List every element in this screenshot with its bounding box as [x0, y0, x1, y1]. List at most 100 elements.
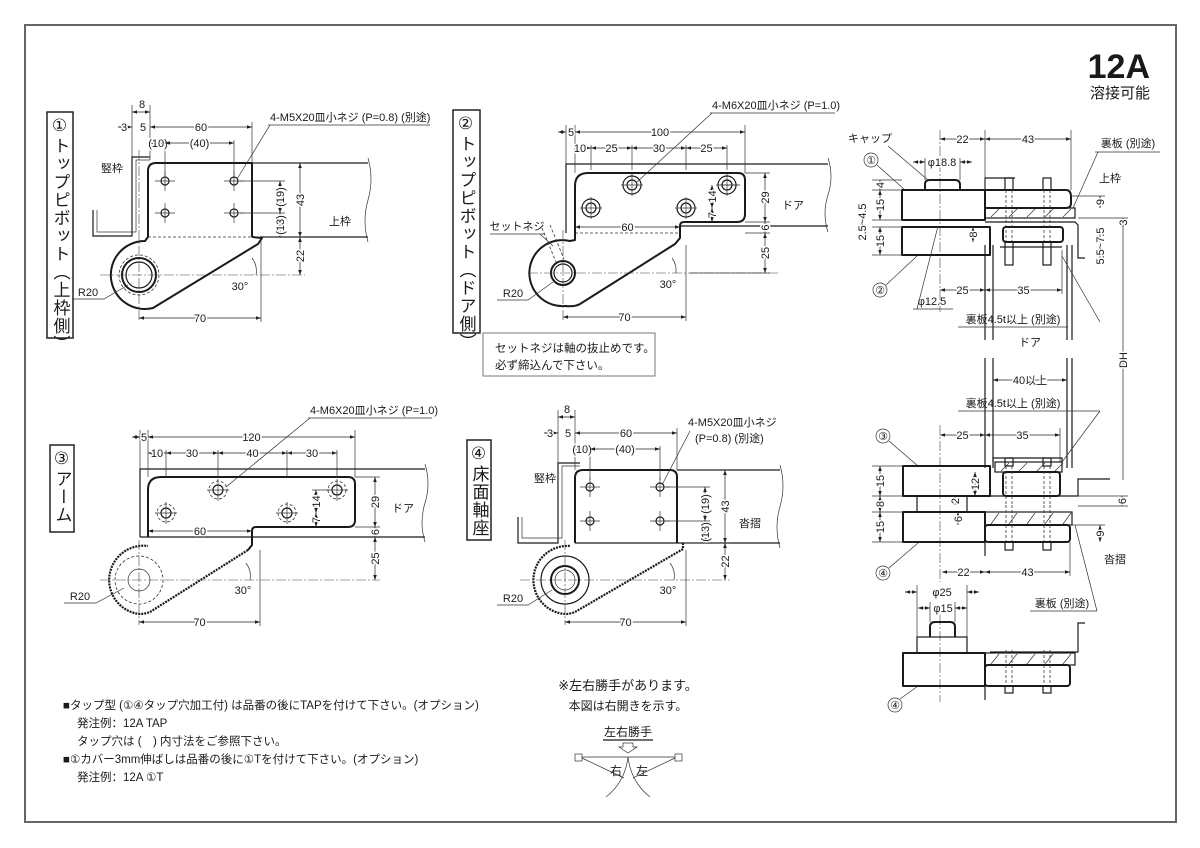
backplate-floor-hatch: [1026, 653, 1036, 665]
dim-29-arrow: [763, 217, 767, 222]
phi188-arrow: [913, 160, 918, 164]
screw-tail: [1042, 541, 1052, 551]
phi15-label: φ15: [933, 603, 952, 615]
dim-10-arrow: [161, 451, 166, 455]
floor-frame: [990, 622, 1085, 653]
dim-9-arrow: [1098, 196, 1102, 201]
screw-callout: 4-M5X20皿小ネジ: [688, 416, 777, 429]
dim-30-label: 30: [306, 448, 318, 460]
dim-6-label: 6: [953, 516, 965, 522]
dim-5.5-7.5-arrow: [1098, 227, 1102, 232]
radius-label: R20: [503, 288, 523, 300]
dim-2.5-4.5-arrow: [860, 222, 864, 227]
handing-title: 左右勝手: [604, 724, 652, 739]
vertical-frame: [92, 156, 150, 237]
dim-100-arrow: [575, 130, 580, 134]
callout-leader: [661, 430, 691, 486]
dim-15-label: 15: [875, 199, 887, 211]
callout-leader: [225, 417, 311, 488]
set-screw-line: [549, 224, 565, 260]
dim-9-arrow: [1098, 537, 1102, 542]
panel-1-label: ①トップピボット（上枠側）: [51, 116, 71, 353]
part-4-marker: ④: [878, 568, 888, 580]
backplate-label: 裏板 (別途): [1101, 136, 1155, 150]
dim-14-arrow: [710, 203, 714, 208]
cap-leader: [887, 145, 929, 181]
phi25-label: φ25: [932, 587, 951, 599]
phi25-arrow: [967, 590, 972, 594]
part-1-marker: ①: [866, 155, 876, 167]
dim-10-arrow: [585, 447, 590, 451]
handing-diagram: ※左右勝手があります。 本図は右開きを示す。 左右勝手 右 左: [558, 678, 698, 798]
phi125-leader: [916, 225, 939, 310]
dim-22-arrow: [942, 570, 947, 574]
dim-22-arrow: [980, 137, 985, 141]
dim-29-label: 29: [370, 496, 382, 508]
frame-plate: [985, 189, 1072, 209]
screw-tail: [1042, 685, 1052, 694]
dim-19-arrow: [703, 487, 707, 492]
backplate-door-hatch: [1036, 462, 1046, 472]
left-hand-label: 左: [636, 763, 648, 778]
cap-label: キャップ: [848, 132, 892, 145]
dim-6-arrow: [763, 228, 767, 233]
dim-3-arrow: [118, 125, 123, 129]
dim-25-label: 25: [700, 143, 712, 155]
dim-5-arrow: [135, 435, 140, 439]
note-line-2: 必ず締込んで下さい。: [495, 358, 609, 372]
dim-30-arrow: [213, 451, 218, 455]
dim-5-label: 5: [140, 122, 146, 134]
backplate-floor-hatch: [990, 653, 1000, 665]
top-frame-label: 上枠: [329, 214, 351, 228]
dim-60-arrow: [247, 529, 252, 533]
angle-label: 30°: [660, 279, 677, 291]
r20-leader: [72, 284, 129, 300]
dim-120-arrow: [350, 435, 355, 439]
backplate-door-hatch: [1018, 462, 1028, 472]
dim-7-label: 7: [311, 517, 323, 523]
panel-3-label: ③アーム: [53, 449, 72, 524]
dim-35-label: 35: [1016, 430, 1028, 442]
arm-knurled-edge: [532, 543, 685, 616]
dim-6-arrow: [373, 527, 377, 532]
dim-43-arrow: [1065, 570, 1070, 574]
backplate-door-hatch: [1054, 462, 1064, 472]
dim-43-label: 43: [295, 194, 307, 206]
dim-4-arrow: [878, 185, 882, 190]
dim-35-label: 35: [1017, 285, 1029, 297]
dim-15-arrow: [878, 250, 882, 255]
angle-label: 30°: [232, 281, 249, 293]
dim-5-label: 5: [568, 127, 574, 139]
dim-22-label: 22: [956, 134, 968, 146]
plate-outline: [147, 162, 253, 237]
vertical-frame-label: 竪枠: [101, 161, 123, 175]
dim-40-min-arrow: [993, 378, 998, 382]
dim-60-arrow: [575, 225, 580, 229]
part-4-floor-leader: [899, 685, 919, 700]
dim-22-label: 22: [295, 250, 307, 262]
dim-40-label: 40: [246, 448, 258, 460]
r20-leader: [64, 587, 125, 604]
dim-22-label: 22: [720, 555, 732, 567]
panel-3-label-box: [49, 444, 75, 533]
phi15-arrow: [925, 606, 930, 610]
dim-2-arrow: [953, 496, 957, 501]
dim-29-arrow: [373, 477, 377, 482]
dim-2-label: 2: [950, 498, 962, 504]
dim-70-arrow: [255, 620, 260, 624]
sill-plate: [984, 524, 1071, 543]
dim-43-arrow: [298, 232, 302, 237]
dim-22-arrow: [723, 575, 727, 580]
screw-tail: [1004, 541, 1014, 551]
set-screw-note: セットネジは軸の抜止めです。 必ず締込んで下さい。: [482, 332, 656, 377]
dim-8-arrow: [132, 110, 137, 114]
dim-25-arrow: [940, 433, 945, 437]
phi125-label: φ12.5: [918, 296, 947, 308]
dim-8-arrow: [558, 415, 563, 419]
backplate-4.5t-label: 裏板4.5t以上 (別途): [966, 312, 1061, 326]
radius-label: R20: [503, 593, 523, 605]
dim-19-label: (19): [700, 494, 712, 514]
dim-70-label: 70: [193, 617, 205, 629]
part-4-marker-circle: [875, 565, 891, 581]
dim-13-arrow: [703, 521, 707, 526]
